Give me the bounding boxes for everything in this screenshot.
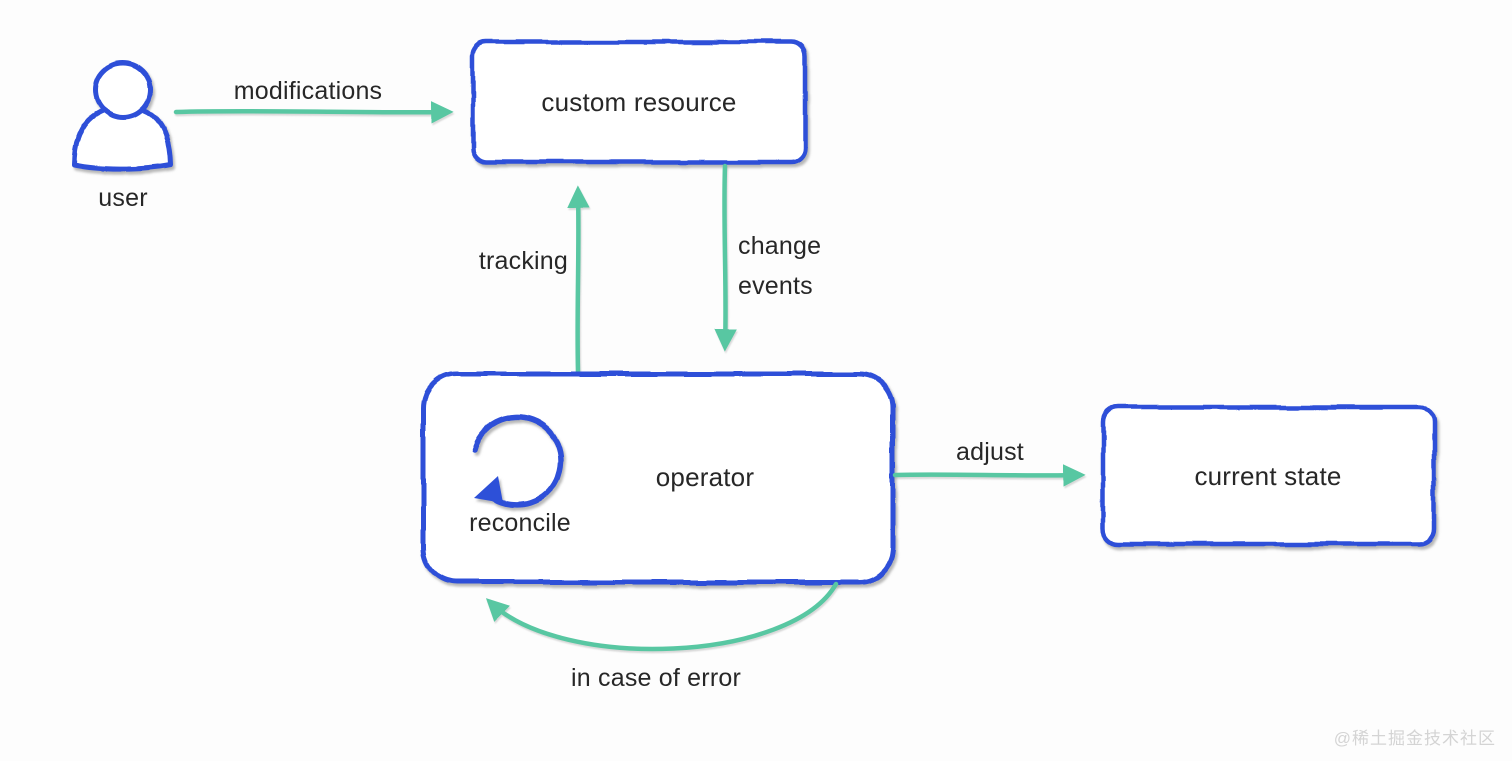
error-loop-arrow: [485, 581, 839, 652]
node-current-state: [1100, 404, 1437, 547]
custom-resource-box: [470, 39, 808, 165]
watermark: @稀土掘金技术社区: [1333, 729, 1496, 748]
tracking-arrow: [567, 185, 590, 375]
modifications-arrow: [173, 101, 454, 124]
change-events-label-line1: change: [738, 232, 821, 260]
reconcile-label: reconcile: [469, 509, 571, 537]
tracking-label: tracking: [479, 247, 568, 275]
adjust-label: adjust: [956, 438, 1024, 466]
user-label: user: [98, 184, 147, 212]
node-custom-resource: [470, 39, 808, 165]
error-loop-label: in case of error: [571, 664, 741, 692]
change-events-arrow: [714, 163, 737, 352]
user-icon-body: [71, 104, 174, 172]
reconcile-arc: [471, 414, 564, 508]
change-events-label-line2: events: [738, 272, 813, 300]
custom-resource-label: custom resource: [541, 87, 736, 117]
current-state-label: current state: [1194, 461, 1341, 491]
adjust-arrow: [892, 464, 1086, 487]
user-icon-head: [93, 60, 153, 120]
reconcile-loop-icon: [471, 414, 564, 508]
current-state-box: [1100, 404, 1437, 547]
modifications-label: modifications: [234, 77, 383, 105]
reconcile-arrowhead: [474, 476, 503, 503]
operator-label: operator: [656, 462, 755, 492]
user-icon: [71, 60, 174, 172]
